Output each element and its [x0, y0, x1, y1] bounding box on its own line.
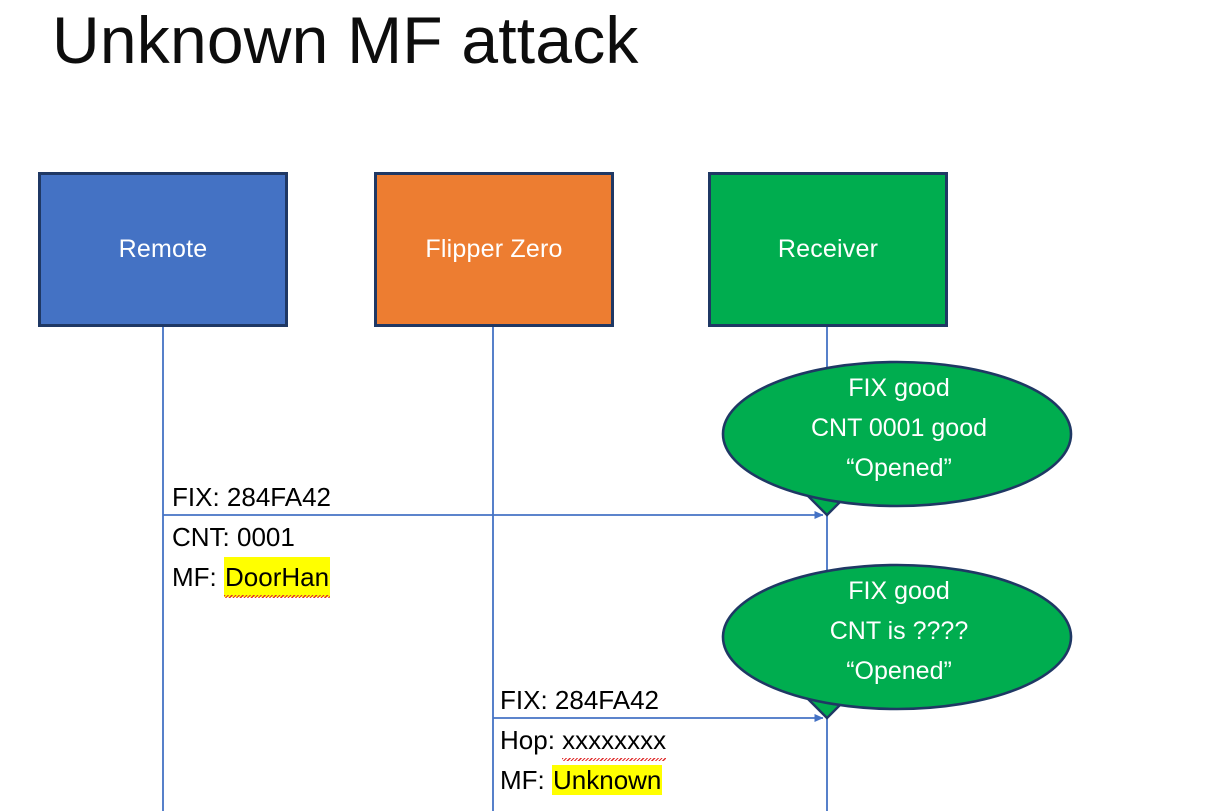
message-line-value: xxxxxxxx: [562, 720, 667, 761]
message-line-prefix: MF:: [172, 562, 224, 592]
message-line-prefix: Hop:: [500, 725, 563, 755]
actor-box-remote[interactable]: Remote: [38, 172, 288, 327]
actor-label-receiver: Receiver: [777, 235, 879, 263]
callout-body-1: [721, 360, 1073, 508]
message-line-value: 284FA42: [554, 685, 659, 715]
message-line-prefix: MF:: [500, 765, 552, 795]
message-line: MF: DoorHan: [172, 557, 331, 598]
actor-box-receiver[interactable]: Receiver: [708, 172, 948, 327]
callout-bubble-1: [721, 360, 1073, 517]
message-line: MF: Unknown: [500, 760, 666, 800]
message-line: FIX: 284FA42: [500, 680, 666, 720]
message-line: FIX: 284FA42: [172, 477, 331, 517]
page-title: Unknown MF attack: [52, 3, 639, 77]
message-line-value: Unknown: [552, 765, 663, 795]
message-line-prefix: CNT:: [172, 522, 237, 552]
actor-box-flipper[interactable]: Flipper Zero: [374, 172, 614, 327]
message-line-prefix: FIX:: [172, 482, 227, 512]
message-line: Hop: xxxxxxxx: [500, 720, 667, 761]
message-line-value: 284FA42: [226, 482, 331, 512]
callout-body-2: [721, 563, 1073, 711]
message-line-value: 0001: [237, 522, 295, 552]
actor-label-flipper: Flipper Zero: [425, 235, 563, 263]
actor-label-remote: Remote: [118, 235, 208, 263]
message-line-value: DoorHan: [224, 557, 331, 598]
message-line-prefix: FIX:: [500, 685, 555, 715]
callout-bubble-2: [721, 563, 1073, 720]
message-line: CNT: 0001: [172, 517, 331, 557]
